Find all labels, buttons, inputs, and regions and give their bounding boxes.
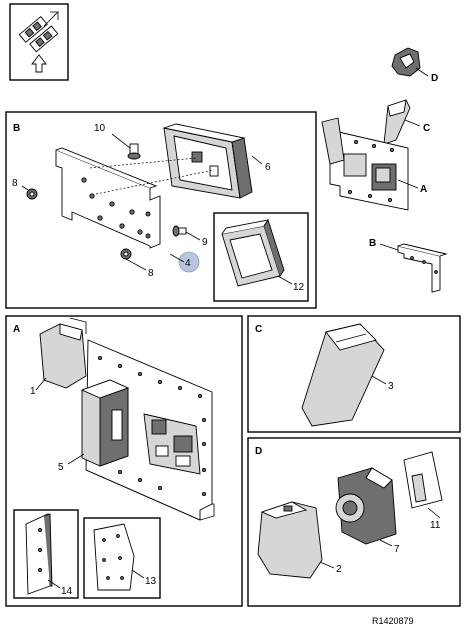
cover-3 (301, 323, 385, 427)
callout-8-upper: 8 (12, 178, 18, 189)
relay-bracket-1 (39, 317, 87, 389)
overview-label-a: A (420, 184, 427, 195)
screw-9 (172, 225, 187, 237)
bolt-10 (127, 143, 141, 160)
nut-8-lower (120, 248, 132, 260)
gasket-frame-12 (221, 218, 285, 287)
section-b-label: B (13, 123, 20, 134)
section-c-frame (247, 315, 461, 433)
callout-3: 3 (388, 381, 394, 392)
overview-plate-b (397, 243, 448, 293)
callout-10: 10 (94, 123, 106, 134)
section-b-frame (5, 111, 317, 309)
part-12-inset-frame (213, 212, 309, 302)
part-13-inset-frame (83, 517, 161, 599)
highlight-marker-4 (178, 251, 200, 273)
overview-label-b: B (369, 238, 376, 249)
part-d-connector (391, 47, 429, 77)
callout-13: 13 (145, 576, 157, 587)
protective-cap-2 (257, 501, 323, 579)
section-c-label: C (255, 324, 262, 335)
nut-8-upper (26, 188, 38, 200)
callout-1: 1 (30, 386, 36, 397)
bracket-14 (25, 513, 53, 595)
part-14-inset-frame (13, 509, 79, 599)
overview-label-d: D (431, 73, 438, 84)
callout-7: 7 (394, 544, 400, 555)
section-a-label: A (13, 324, 20, 335)
callout-2: 2 (336, 564, 342, 575)
plate-13 (93, 523, 135, 591)
callout-4: 4 (185, 258, 191, 269)
control-unit-housing (162, 123, 253, 199)
section-d-label: D (255, 446, 262, 457)
callout-8-lower: 8 (148, 268, 154, 279)
callout-9: 9 (202, 237, 208, 248)
callout-5: 5 (58, 462, 64, 473)
overview-assembly-a (321, 117, 409, 211)
mounting-plate (55, 147, 161, 249)
circuit-board-a (143, 413, 201, 475)
view-direction-icon (9, 3, 69, 81)
callout-14: 14 (61, 586, 73, 597)
overview-part-c (383, 99, 411, 145)
callout-11: 11 (430, 520, 441, 531)
control-module-5 (80, 379, 130, 467)
callout-12: 12 (293, 282, 305, 293)
section-d-frame (247, 437, 461, 607)
socket-assembly-7 (335, 467, 397, 545)
figure-reference-number: R1420879 (372, 616, 414, 626)
overview-label-c: C (423, 123, 430, 134)
callout-6: 6 (265, 162, 271, 173)
section-a-frame (5, 315, 243, 607)
bracket-11 (403, 451, 443, 509)
